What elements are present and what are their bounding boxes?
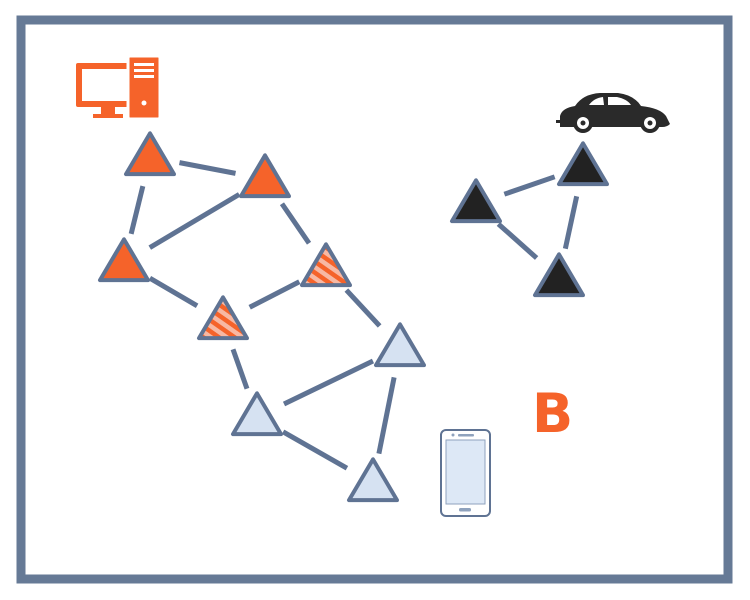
edge-l1-l3	[376, 376, 397, 455]
label-b: B	[532, 382, 573, 445]
edge-d2-d3	[562, 195, 580, 250]
node-l1-triangle	[374, 322, 426, 368]
edge-o3-h2	[148, 276, 199, 308]
edge-o2-o3	[148, 192, 241, 250]
smartphone-icon	[440, 429, 491, 517]
edge-o1-o2	[178, 160, 237, 176]
edge-h1-l1	[344, 288, 382, 328]
edge-l1-l2	[282, 358, 375, 407]
edge-d1-d3	[496, 222, 539, 260]
node-h2-triangle	[197, 295, 249, 341]
node-h1-triangle	[300, 242, 352, 288]
node-l3-triangle	[347, 457, 399, 503]
node-o2-triangle	[239, 153, 291, 199]
desktop-computer-icon	[76, 54, 162, 121]
node-o1-triangle	[124, 131, 176, 177]
nodes-layer	[98, 131, 609, 503]
edge-o1-o3	[128, 185, 146, 235]
node-d2-triangle	[557, 141, 609, 187]
edge-h2-h1	[248, 279, 301, 310]
car-icon	[556, 93, 670, 133]
edge-l2-l3	[281, 429, 349, 471]
edge-d1-d2	[503, 174, 556, 197]
node-l2-triangle	[231, 391, 283, 437]
edges-layer	[128, 160, 580, 471]
node-o3-triangle	[98, 237, 150, 283]
edge-o2-h1	[279, 202, 312, 245]
node-d3-triangle	[533, 252, 585, 298]
edge-h2-l2	[230, 348, 250, 390]
node-d1-triangle	[450, 178, 502, 224]
